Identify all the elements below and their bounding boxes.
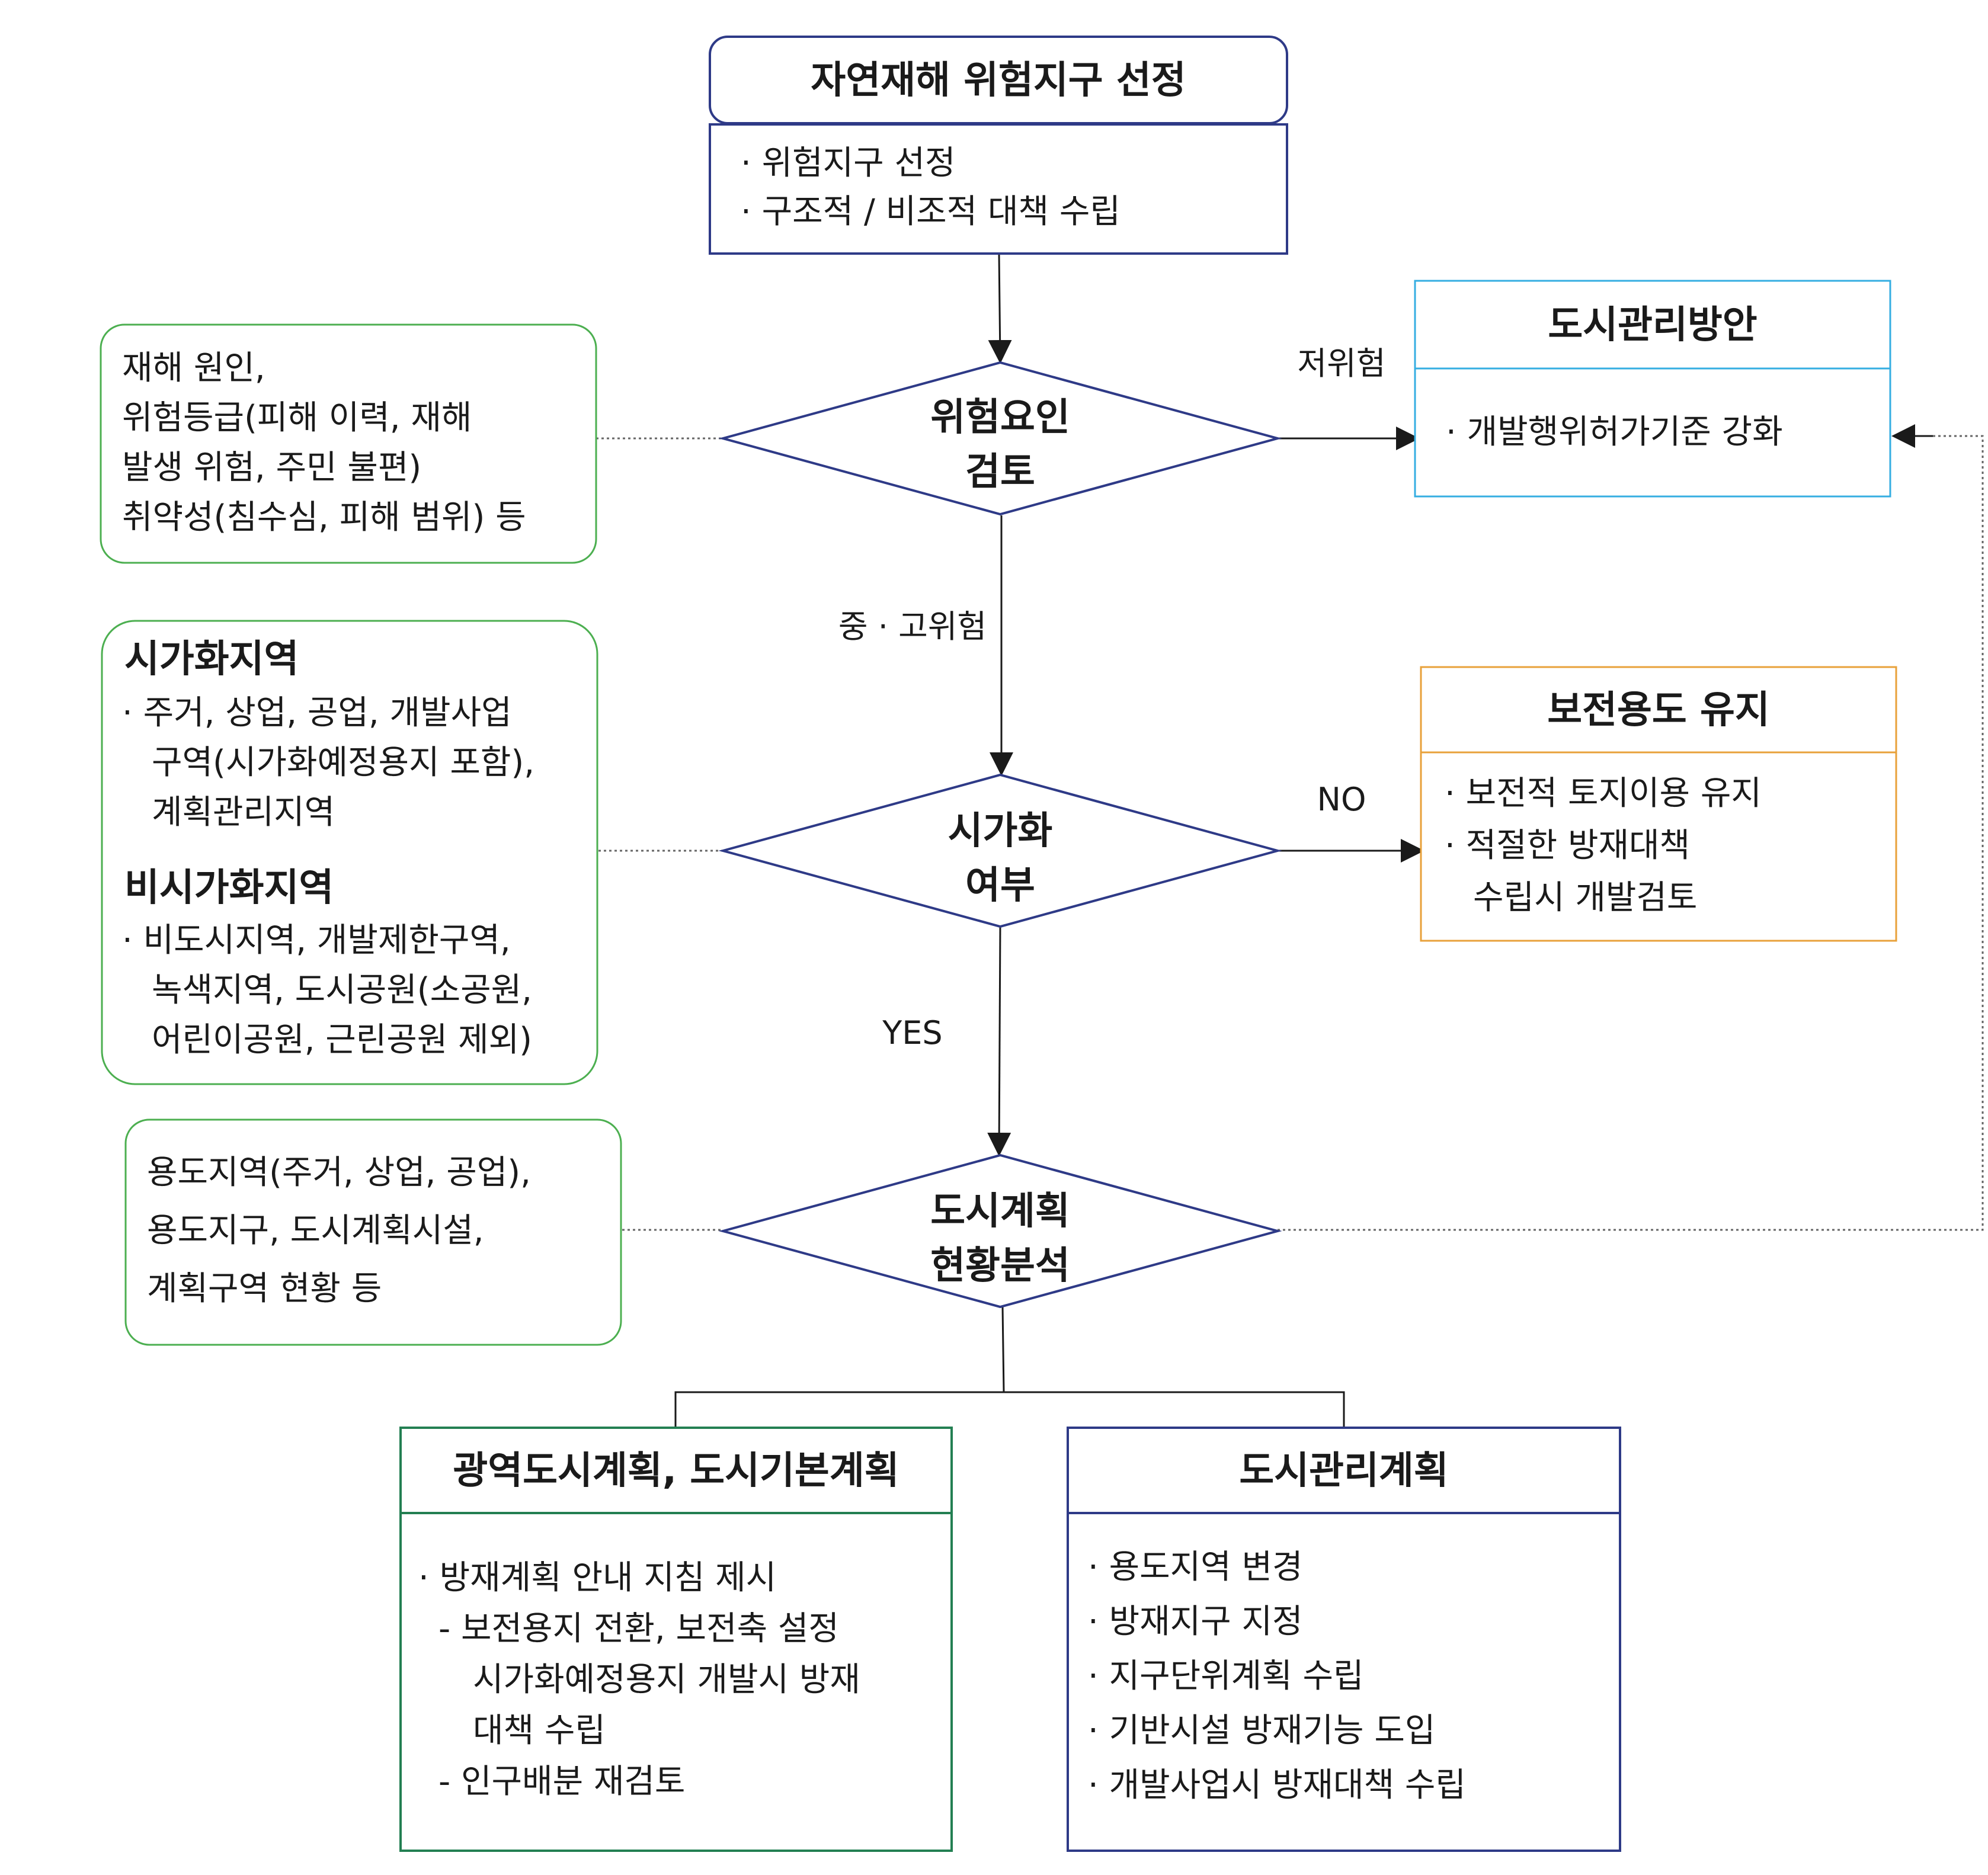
note-1-line-1: 재해 원인,	[122, 349, 265, 387]
note-1-frame	[100, 323, 597, 564]
note-2-b-line-2: 녹색지역, 도시공원(소공원,	[152, 971, 532, 1009]
note-2-a-line-1: · 주거, 상업, 공업, 개발사업	[122, 694, 512, 732]
management-plan-item-3: · 지구단위계획 수립	[1088, 1657, 1364, 1695]
edge-label-no: NO	[1317, 781, 1366, 818]
conservation-item-3: 수립시 개발검토	[1473, 879, 1697, 917]
management-plan-title: 도시관리계획	[1239, 1449, 1448, 1493]
arrow-d2-to-d3	[987, 926, 1011, 1156]
regional-plan-item-4: 대책 수립	[473, 1711, 606, 1750]
top-box-item-1: · 위험지구 선정	[741, 144, 956, 182]
box-regional-plan: 광역도시계획, 도시기본계획 · 방재계획 안내 지침 제시 - 보전용지 전환…	[399, 1427, 953, 1852]
box-conservation: 보전용도 유지 · 보전적 토지이용 유지 · 적절한 방재대책 수립시 개발검…	[1420, 666, 1897, 942]
management-plan-item-4: · 기반시설 방재기능 도입	[1088, 1711, 1435, 1750]
box-urban-management-plan: 도시관리방안 · 개발행위허가기준 강화	[1414, 280, 1891, 498]
decision-2-line-2: 여부	[965, 864, 1035, 908]
regional-plan-item-2: - 보전용지 전환, 보전축 설정	[438, 1610, 839, 1648]
note-urbanized-areas: 시가화지역 · 주거, 상업, 공업, 개발사업 구역(시가화예정용지 포함),…	[101, 620, 598, 1085]
dotted-d3-feedback	[1278, 435, 1984, 1231]
edge-label-mid-high-risk: 중 · 고위험	[838, 608, 987, 645]
note-3-line-2: 용도지구, 도시계획시설,	[147, 1211, 484, 1250]
decision-3-line-2: 현황분석	[930, 1244, 1070, 1288]
urban-mgmt-item-1: · 개발행위허가기준 강화	[1446, 413, 1783, 451]
decision-1-shape	[718, 361, 1282, 516]
decision-3-shape	[718, 1153, 1282, 1309]
top-box-item-2: · 구조적 / 비조적 대책 수립	[741, 193, 1121, 231]
note-1-line-3: 발생 위험, 주민 불편)	[122, 448, 421, 487]
conservation-frame	[1420, 666, 1897, 942]
note-3-frame	[124, 1118, 622, 1346]
conservation-title: 보전용도 유지	[1547, 688, 1770, 732]
dotted-connectors	[596, 435, 1984, 1231]
top-box-title: 자연재해 위험지구 선정	[811, 59, 1186, 102]
note-2-a-line-2: 구역(시가화예정용지 포함),	[152, 743, 534, 782]
decision-1-line-1: 위험요인	[930, 396, 1070, 440]
note-3-line-3: 계획구역 현황 등	[147, 1270, 382, 1308]
management-plan-frame	[1067, 1427, 1621, 1852]
decision-2-line-1: 시가화	[948, 809, 1053, 853]
management-plan-item-2: · 방재지구 지정	[1088, 1602, 1303, 1641]
note-urban-plan-status: 용도지역(주거, 상업, 공업), 용도지구, 도시계획시설, 계획구역 현황 …	[124, 1118, 622, 1346]
note-2-heading-1: 시가화지역	[124, 637, 299, 681]
urban-mgmt-title: 도시관리방안	[1548, 303, 1757, 347]
management-plan-item-1: · 용도지역 변경	[1088, 1548, 1303, 1586]
note-2-a-line-3: 계획관리지역	[152, 793, 335, 832]
regional-plan-item-5: - 인구배분 재검토	[438, 1762, 685, 1801]
note-2-b-line-1: · 비도시지역, 개발제한구역,	[122, 921, 511, 960]
note-2-frame	[101, 620, 598, 1085]
decision-3-line-1: 도시계획	[930, 1190, 1070, 1233]
note-1-line-4: 취약성(침수심, 피해 범위) 등	[122, 498, 526, 537]
top-box: 자연재해 위험지구 선정 · 위험지구 선정 · 구조적 / 비조적 대책 수립	[709, 36, 1288, 255]
decision-2-shape	[718, 773, 1282, 928]
regional-plan-item-3: 시가화예정용지 개발시 방재	[473, 1661, 860, 1699]
conservation-item-2: · 적절한 방재대책	[1445, 826, 1690, 865]
conservation-item-1: · 보전적 토지이용 유지	[1445, 774, 1762, 813]
edge-label-low-risk: 저위험	[1297, 345, 1385, 382]
decision-urban-plan-analysis: 도시계획 현황분석	[718, 1153, 1282, 1309]
decision-risk-review: 위험요인 검토	[718, 361, 1282, 516]
regional-plan-item-1: · 방재계획 안내 지침 제시	[418, 1559, 776, 1597]
arrow-top-to-d1	[988, 253, 1012, 364]
box-management-plan: 도시관리계획 · 용도지역 변경 · 방재지구 지정 · 지구단위계획 수립 ·…	[1067, 1427, 1621, 1852]
note-2-heading-2: 비시가화지역	[124, 866, 334, 910]
decision-urbanization: 시가화 여부	[718, 773, 1282, 928]
edge-label-yes: YES	[882, 1014, 942, 1052]
management-plan-item-5: · 개발사업시 방재대책 수립	[1088, 1766, 1466, 1805]
regional-plan-title: 광역도시계획, 도시기본계획	[453, 1449, 899, 1493]
regional-plan-frame	[399, 1427, 953, 1852]
note-2-b-line-3: 어린이공원, 근린공원 제외)	[152, 1021, 532, 1059]
note-1-line-2: 위험등급(피해 이력, 재해	[122, 399, 472, 437]
note-risk-factors: 재해 원인, 위험등급(피해 이력, 재해 발생 위험, 주민 불편) 취약성(…	[100, 323, 597, 564]
decision-1-line-2: 검토	[965, 450, 1035, 494]
note-3-line-1: 용도지역(주거, 상업, 공업),	[147, 1153, 531, 1192]
urban-mgmt-frame	[1414, 280, 1891, 498]
top-box-body-frame	[709, 123, 1288, 255]
